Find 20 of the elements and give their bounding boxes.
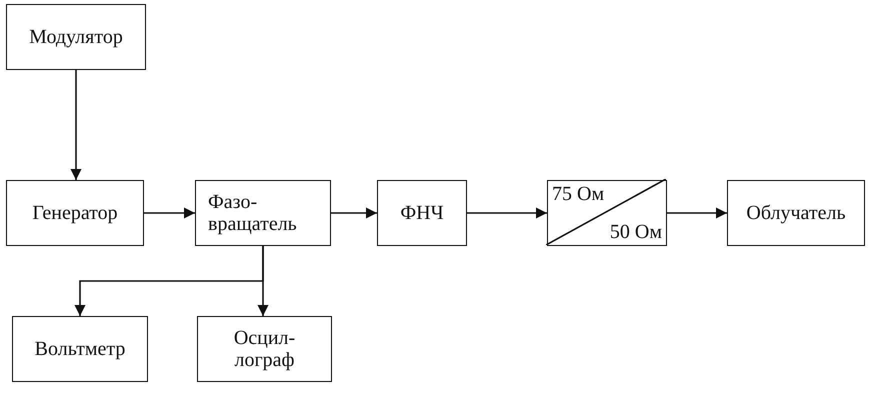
block-label: Облучатель — [745, 202, 847, 224]
block-label: Вольтметр — [34, 338, 126, 360]
block-box — [197, 316, 332, 382]
block-box — [12, 316, 148, 382]
arrow — [667, 208, 727, 218]
arrow — [144, 208, 195, 218]
block-box — [377, 180, 467, 246]
block-box — [195, 180, 331, 246]
arrow — [467, 208, 547, 218]
block-label: Фазо- вращатель — [207, 191, 298, 235]
block-label: ФНЧ — [399, 202, 445, 224]
block-box — [6, 180, 144, 246]
block-label: Осцил- лограф — [232, 327, 296, 371]
block-box — [6, 4, 146, 70]
arrow — [258, 246, 268, 316]
block-label: Генератор — [31, 202, 119, 224]
block-label: Модулятор — [28, 26, 124, 48]
block-box — [727, 180, 865, 246]
arrow — [331, 208, 377, 218]
arrow — [70, 70, 82, 180]
